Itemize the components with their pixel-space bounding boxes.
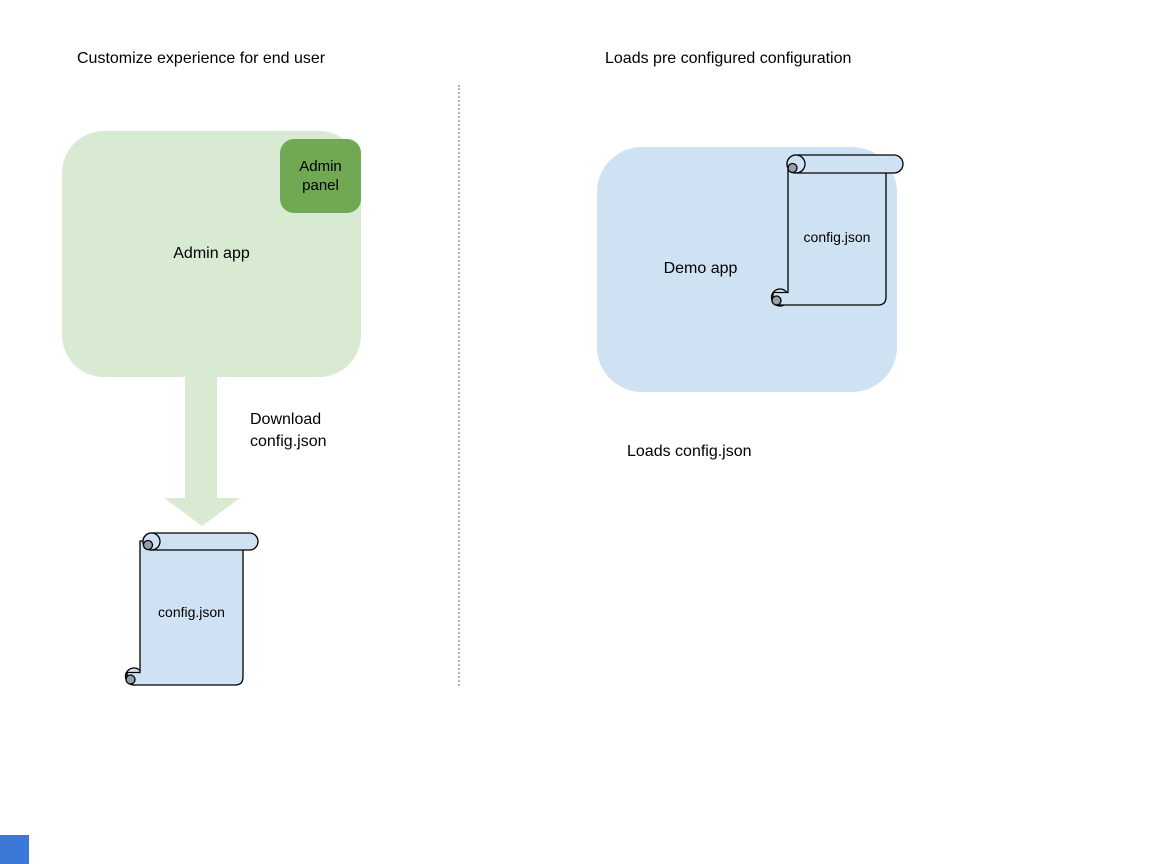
corner-blue-square	[0, 835, 29, 864]
config-file-label-left: config.json	[158, 604, 225, 620]
scroll-body	[126, 540, 244, 686]
scroll-body	[772, 162, 887, 306]
section-divider	[458, 85, 460, 686]
admin-panel-label: Admin panel	[299, 158, 342, 194]
scroll-top-curl-inner	[142, 539, 154, 551]
scroll-bottom-curl-inner	[125, 674, 136, 685]
download-caption: Download config.json	[250, 411, 327, 450]
admin-app-label: Admin app	[173, 245, 250, 262]
download-arrow-icon	[164, 377, 240, 526]
config-file-label-right: config.json	[803, 229, 871, 245]
config-file-scroll-left	[124, 532, 259, 686]
demo-app-label: Demo app	[663, 260, 738, 277]
right-section-title: Loads pre configured configuration	[605, 50, 852, 67]
config-file-scroll-right	[770, 154, 904, 307]
loads-config-caption: Loads config.json	[627, 443, 752, 460]
scroll-bottom-curl-inner	[771, 295, 782, 306]
admin-panel-badge: Admin panel	[280, 139, 361, 213]
left-section-title: Customize experience for end user	[77, 50, 326, 67]
scroll-top-curl-inner	[787, 162, 798, 174]
arrow-shape	[164, 377, 240, 526]
